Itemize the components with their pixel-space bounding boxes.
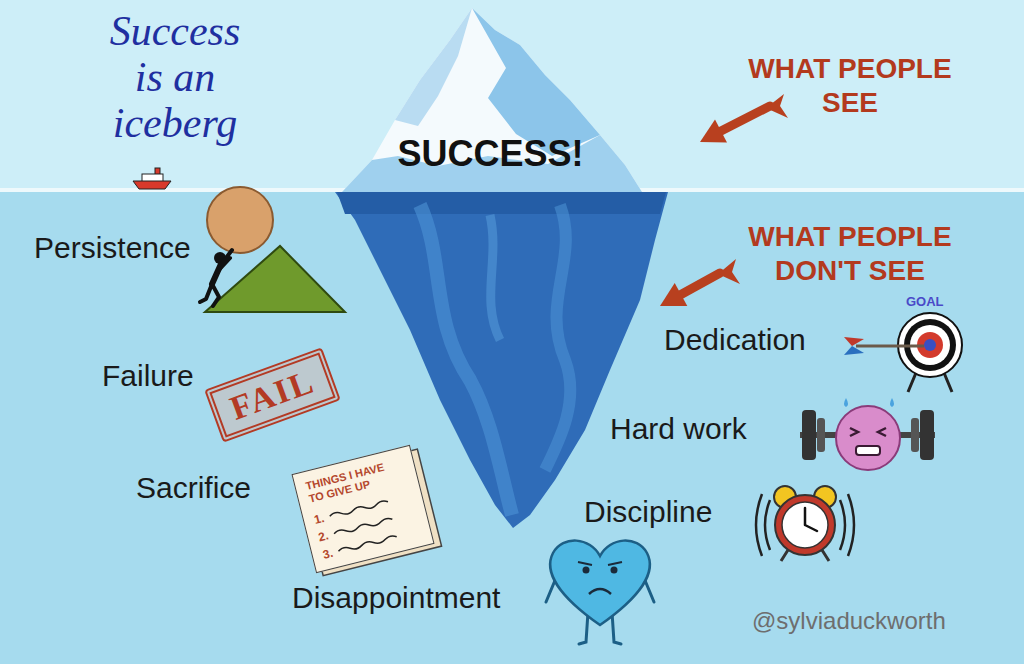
- heart-brows: [578, 562, 622, 565]
- arrow-shaft: [681, 273, 720, 295]
- alarm-clock: [756, 486, 854, 561]
- heart-eye: [583, 567, 590, 574]
- pointer-arrow: [700, 94, 788, 143]
- trait-label: Discipline: [584, 494, 712, 530]
- callout-heading: WHAT PEOPLE DON'T SEE: [728, 220, 972, 288]
- arrow-head: [660, 283, 687, 306]
- stick-arms: [217, 250, 232, 272]
- trait-label: Persistence: [34, 230, 191, 266]
- trait-label: Hard work: [610, 411, 747, 447]
- trait-label: Sacrifice: [136, 470, 251, 506]
- stick-legs: [200, 284, 219, 306]
- iceberg-streak: [545, 205, 570, 470]
- goal-target: [844, 313, 962, 392]
- sea: [0, 190, 1024, 664]
- weightlifter-blob: [800, 398, 935, 470]
- dart-feather: [844, 337, 864, 346]
- ship-hull: [133, 181, 171, 189]
- arrow-tail: [718, 259, 740, 284]
- ice-band: [342, 135, 642, 192]
- title-text: Success is an iceberg: [100, 8, 250, 146]
- squiggle: [329, 500, 388, 518]
- node-text: 1.: [313, 511, 326, 527]
- sad-heart: [546, 541, 654, 644]
- squiggle: [334, 517, 393, 535]
- dumbbell-plate: [817, 418, 825, 452]
- trait-label: Failure: [102, 358, 194, 394]
- dart-shaft: [856, 345, 924, 348]
- snow-cap: [342, 8, 642, 192]
- node-text: 2.: [317, 528, 330, 544]
- ship: [133, 168, 171, 189]
- blob-eyes: [850, 428, 886, 436]
- blob-mouth: [856, 446, 880, 455]
- node-text: SUCCESS!: [398, 134, 584, 174]
- target-label: GOAL: [906, 294, 944, 310]
- target-bullseye: [924, 339, 936, 351]
- clock-hands: [805, 508, 817, 531]
- trait-label: Dedication: [664, 322, 806, 358]
- watermark: @sylviaduckworth: [752, 606, 946, 636]
- heart-mouth: [589, 589, 611, 594]
- dart-feather: [844, 346, 864, 355]
- pointer-arrow: [660, 259, 740, 306]
- iceberg-shade: [337, 192, 666, 214]
- clock-body: [775, 495, 835, 555]
- hill: [205, 246, 345, 312]
- trait-label: Disappointment: [292, 580, 500, 616]
- blob-body: [836, 406, 900, 470]
- sweat-drops: [844, 398, 894, 407]
- dumbbell-plate: [911, 418, 919, 452]
- arrow-shaft: [721, 106, 770, 131]
- dumbbell-plate: [802, 410, 816, 460]
- vibration-lines: [756, 494, 854, 556]
- ice-facet: [395, 8, 472, 126]
- persistence-figure: [200, 187, 345, 312]
- clock-face: [782, 502, 828, 548]
- arrow-tail: [766, 94, 788, 118]
- dumbbell-plate: [920, 410, 934, 460]
- sky: [0, 0, 1024, 192]
- callout-heading: WHAT PEOPLE SEE: [728, 52, 972, 120]
- squiggle: [338, 535, 397, 553]
- heart-body: [550, 541, 650, 625]
- iceberg-streak: [490, 215, 500, 340]
- iceberg-tip: SUCCESS!: [338, 6, 643, 192]
- heart-eye: [611, 567, 618, 574]
- boulder: [207, 187, 273, 253]
- iceberg-streak: [420, 205, 512, 515]
- node-text: 3.: [321, 546, 334, 562]
- arrow-head: [700, 119, 727, 142]
